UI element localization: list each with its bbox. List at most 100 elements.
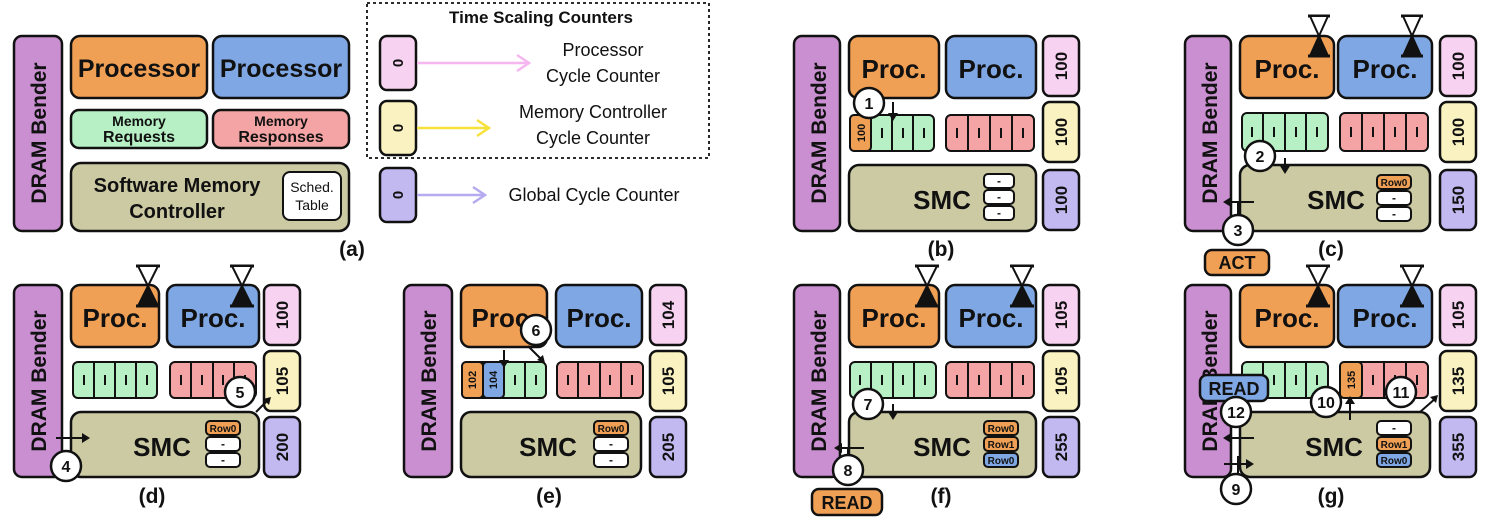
legend-processor-zero: 0 (390, 59, 407, 67)
panel-g-step-10: 10 (1317, 395, 1335, 412)
panel-b-proc-1: Proc. (861, 54, 926, 84)
panel-g-step-12: 12 (1227, 405, 1245, 422)
panel-c-mc-counter: 100 (1449, 118, 1468, 146)
panel-e-slot-102: 102 (467, 371, 479, 389)
panel-b-bender-label: DRAM Bender (808, 62, 831, 203)
panel-f-proc-counter: 105 (1052, 301, 1071, 329)
panel-d-sched-1: Row0 (210, 424, 237, 435)
panel-g-smc-label: SMC (1305, 432, 1363, 462)
panel-d-caption: (d) (139, 485, 166, 508)
panel-d-sched-3: - (221, 453, 225, 467)
panel-b: DRAM Bender Proc. Proc. 100 SMC - - - 10… (792, 34, 1081, 261)
hourglass-icon (1010, 264, 1034, 308)
panel-c-proc-2: Proc. (1352, 54, 1417, 84)
panel-c-proc-counter: 100 (1449, 52, 1468, 80)
panel-b-global-counter: 100 (1052, 186, 1071, 214)
panel-d-proc-counter: 100 (273, 301, 292, 329)
panel-e-proc-2: Proc. (566, 303, 631, 333)
panel-d-mc-counter: 105 (273, 367, 292, 395)
legend-processor-text-1: Processor (562, 40, 643, 60)
hourglass-icon (230, 264, 254, 308)
panel-c-sched-2: - (1392, 191, 1396, 205)
memory-requests-label-2: Requests (103, 129, 175, 146)
panel-b-proc-2: Proc. (958, 54, 1023, 84)
panel-c-caption: (c) (1318, 238, 1344, 261)
panel-e-sched-1: Row0 (598, 424, 625, 435)
panel-f-read-command: READ (821, 493, 872, 513)
hourglass-icon (1308, 14, 1330, 58)
panel-e-step-6: 6 (532, 323, 541, 340)
panel-f-proc-2: Proc. (958, 303, 1023, 333)
panel-b-smc-label: SMC (913, 185, 971, 215)
memory-responses-label-1: Memory (254, 113, 308, 129)
memory-responses-label-2: Responses (238, 129, 323, 146)
panel-b-caption: (b) (928, 238, 955, 261)
legend-title: Time Scaling Counters (449, 8, 633, 27)
panel-b-sched-2: - (997, 190, 1001, 204)
panel-f-sched-3: Row0 (988, 456, 1015, 467)
panel-d-step-5: 5 (236, 385, 245, 402)
panel-c-global-counter: 150 (1449, 186, 1468, 214)
sched-table-label-2: Table (295, 197, 329, 213)
panel-e-mc-counter: 105 (659, 367, 678, 395)
panel-d-smc-label: SMC (133, 432, 191, 462)
panel-g-mc-counter: 135 (1449, 367, 1468, 395)
panel-f-proc-1: Proc. (861, 303, 926, 333)
hourglass-icon (136, 264, 160, 308)
panel-b-mc-counter: 100 (1052, 118, 1071, 146)
hourglass-icon (1400, 264, 1424, 308)
panel-d-proc-1: Proc. (82, 303, 147, 333)
legend: Time Scaling Counters 0 Processor Cycle … (366, 2, 710, 224)
legend-mc-zero: 0 (390, 124, 407, 132)
panel-c: DRAM Bender Proc. Proc. SMC Row0 - - (1183, 14, 1478, 277)
legend-mc-text-1: Memory Controller (519, 102, 667, 122)
panel-e-sched-3: - (609, 453, 613, 467)
panel-d-bender-label: DRAM Bender (28, 310, 51, 451)
panel-g-slot-135: 135 (1346, 371, 1358, 389)
panel-b-sched-1: - (997, 174, 1001, 188)
panel-g-step-11: 11 (1393, 385, 1410, 402)
panel-f-sched-1: Row0 (988, 424, 1015, 435)
panel-e-global-counter: 205 (659, 433, 678, 461)
panel-b-slot-100: 100 (856, 124, 868, 142)
panel-e-sched-2: - (609, 437, 613, 451)
panel-b-step-1: 1 (865, 96, 874, 113)
panel-f-step-8: 8 (844, 463, 853, 480)
legend-global-zero: 0 (390, 191, 407, 199)
panel-e-slot-104: 104 (488, 370, 500, 389)
panel-c-sched-3: - (1392, 207, 1396, 221)
panel-f: DRAM Bender Proc. Proc. SMC Row0 Row1 Ro (792, 264, 1081, 517)
panel-g-read-command: READ (1208, 379, 1259, 399)
hourglass-icon (1306, 264, 1330, 308)
dram-bender-label: DRAM Bender (28, 62, 51, 203)
panel-f-caption: (f) (931, 485, 952, 508)
panel-c-proc-1: Proc. (1254, 54, 1319, 84)
memory-requests-label-1: Memory (112, 113, 166, 129)
processor-2-label: Processor (220, 55, 343, 83)
act-command-label: ACT (1219, 253, 1256, 273)
panel-g-sched-2: Row1 (1381, 440, 1408, 451)
panel-e-proc-counter: 104 (659, 300, 678, 329)
panel-g-proc-counter: 105 (1449, 301, 1468, 329)
panel-a-caption: (a) (339, 238, 365, 261)
panel-g-sched-3: Row0 (1381, 456, 1408, 467)
panel-g-step-9: 9 (1232, 482, 1241, 499)
panel-c-smc-label: SMC (1307, 185, 1365, 215)
panel-d: DRAM Bender Proc. Proc. SMC Row0 - - (12, 264, 302, 508)
panel-d-global-counter: 200 (273, 433, 292, 461)
panel-f-global-counter: 255 (1052, 433, 1071, 461)
panel-a: DRAM Bender Processor Processor Memory R… (12, 34, 365, 261)
panel-f-smc-label: SMC (913, 432, 971, 462)
panel-c-bender-label: DRAM Bender (1199, 62, 1222, 203)
panel-g-global-counter: 355 (1449, 433, 1468, 461)
panel-f-mc-counter: 105 (1052, 367, 1071, 395)
panel-d-proc-2: Proc. (180, 303, 245, 333)
hourglass-icon (915, 264, 939, 308)
panel-g-proc-2: Proc. (1352, 303, 1417, 333)
panel-b-proc-counter: 100 (1052, 52, 1071, 80)
panel-e-bender-label: DRAM Bender (418, 310, 441, 451)
panel-e-caption: (e) (536, 485, 562, 508)
legend-global-text: Global Cycle Counter (508, 185, 679, 205)
panel-b-sched-3: - (997, 206, 1001, 220)
